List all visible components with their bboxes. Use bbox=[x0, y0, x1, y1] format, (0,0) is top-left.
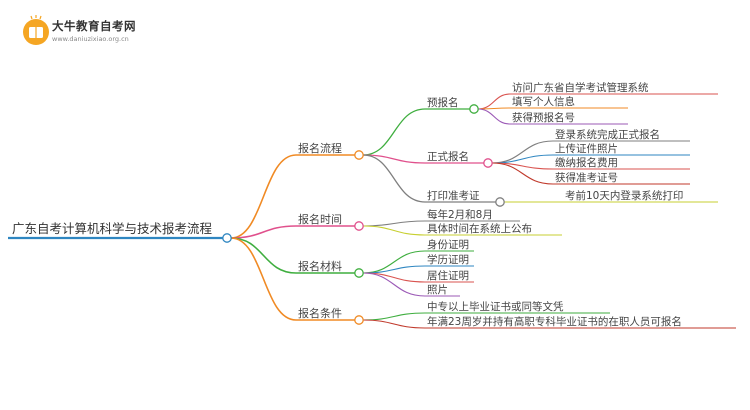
leaf-label: 照片 bbox=[427, 283, 448, 296]
branch-connector bbox=[230, 225, 297, 239]
leaf-label: 身份证明 bbox=[427, 238, 469, 251]
leaf-connector bbox=[477, 108, 511, 125]
leaf-label: 中专以上毕业证书或同等文凭 bbox=[427, 300, 564, 313]
leaf-label: 具体时间在系统上公布 bbox=[427, 222, 532, 235]
subbranch-connector bbox=[362, 154, 426, 164]
leaf-label: 学历证明 bbox=[427, 253, 469, 266]
branch-node[interactable] bbox=[354, 268, 364, 278]
root-label: 广东自考计算机科学与技术报考流程 bbox=[12, 221, 213, 236]
subbranch-label: 预报名 bbox=[427, 96, 459, 109]
branch-label: 报名时间 bbox=[298, 212, 342, 226]
branch-label: 报名材料 bbox=[298, 259, 342, 273]
branch-connector bbox=[230, 237, 297, 321]
leaf-label: 考前10天内登录系统打印 bbox=[565, 189, 683, 202]
leaf-connector bbox=[362, 225, 426, 236]
branch-label: 报名条件 bbox=[298, 306, 342, 320]
subbranch-label: 正式报名 bbox=[427, 150, 469, 163]
branch-connector bbox=[230, 237, 297, 274]
leaf-connector bbox=[491, 140, 554, 164]
site-url: www.daniuzixiao.org.cn bbox=[52, 35, 129, 43]
subbranch-connector bbox=[362, 108, 426, 156]
subbranch-connector bbox=[362, 154, 426, 203]
leaf-connector bbox=[491, 162, 554, 185]
leaf-label: 缴纳报名费用 bbox=[555, 156, 618, 169]
leaf-label: 填写个人信息 bbox=[512, 95, 575, 108]
leaf-label: 每年2月和8月 bbox=[427, 208, 493, 221]
branch-node[interactable] bbox=[354, 150, 364, 160]
subbranch-node[interactable] bbox=[495, 197, 505, 207]
leaf-connector bbox=[362, 319, 426, 329]
site-name: 大牛教育自考网 bbox=[52, 19, 136, 33]
leaf-label: 上传证件照片 bbox=[555, 142, 618, 155]
subbranch-node[interactable] bbox=[469, 104, 479, 114]
leaf-label: 登录系统完成正式报名 bbox=[555, 128, 660, 141]
subbranch-node[interactable] bbox=[483, 158, 493, 168]
branch-connector bbox=[230, 154, 297, 239]
subbranch-label: 打印准考证 bbox=[427, 189, 480, 202]
site-logo[interactable] bbox=[18, 14, 258, 50]
book-logo-icon bbox=[23, 15, 49, 45]
leaf-connector bbox=[362, 220, 426, 227]
leaf-connector bbox=[362, 312, 426, 321]
branch-node[interactable] bbox=[354, 315, 364, 325]
leaf-label: 居住证明 bbox=[427, 269, 469, 282]
branch-label: 报名流程 bbox=[298, 141, 342, 155]
root-node[interactable] bbox=[222, 233, 232, 243]
leaf-label: 获得预报名号 bbox=[512, 111, 575, 124]
leaf-connector bbox=[477, 93, 511, 110]
leaf-label: 访问广东省自学考试管理系统 bbox=[512, 81, 649, 94]
leaf-label: 获得准考证号 bbox=[555, 172, 618, 184]
leaf-label: 年满23周岁并持有高职专科毕业证书的在职人员可报名 bbox=[427, 315, 682, 328]
leaf-connector bbox=[362, 272, 426, 297]
branch-node[interactable] bbox=[354, 221, 364, 231]
